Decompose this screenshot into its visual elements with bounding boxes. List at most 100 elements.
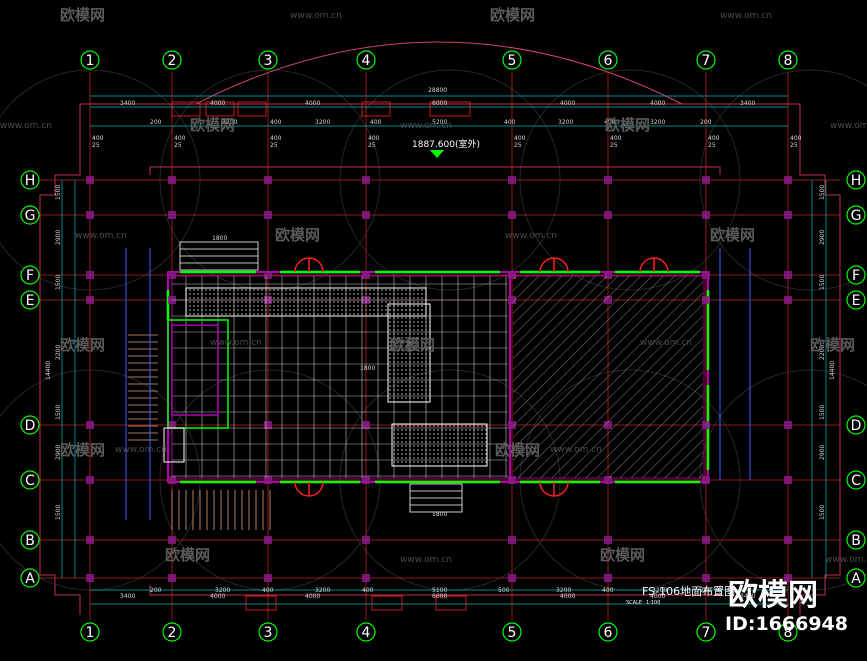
axis-bubble-label: A [25, 571, 35, 587]
dim-col-mark: 400 [368, 135, 380, 142]
axis-bubble-label: 6 [604, 53, 613, 69]
dim-top-sub: 200 [700, 119, 712, 126]
column-marker [86, 211, 94, 219]
axis-bubble-circle [20, 290, 40, 310]
watermark-url: www.om.cn [75, 231, 127, 241]
axis-bubble-top-7: 7 [696, 50, 716, 70]
axis-bubble-circle [846, 290, 866, 310]
axis-bubble-label: B [851, 533, 861, 549]
column-marker [508, 574, 516, 582]
watermark-logo: 欧模网 [390, 336, 435, 354]
dim-right-sub: 1500 [819, 275, 826, 290]
watermark-url: www.om.cn [640, 338, 692, 348]
column-marker [86, 176, 94, 184]
dim-bottom-sub: 200 [150, 587, 162, 594]
dim-top-sub: 400 [270, 119, 282, 126]
column-marker [604, 574, 612, 582]
axis-bubble-label: E [852, 293, 861, 309]
column-marker [702, 421, 710, 429]
column-marker [508, 211, 516, 219]
axis-bubble-circle [696, 50, 716, 70]
watermark-url: www.om.cn [400, 121, 452, 131]
dim-col-mark: 25 [92, 142, 100, 149]
axis-bubble-label: F [26, 268, 34, 284]
column-marker [784, 271, 792, 279]
scale-label: SCALE [626, 600, 642, 606]
watermark-url: www.om.cn [400, 555, 452, 565]
axis-bubble-bottom-7: 7 [696, 622, 716, 642]
axis-bubble-circle [846, 568, 866, 588]
dim-left-sub: 2900 [55, 230, 62, 245]
axis-bubble-left-D: D [20, 415, 40, 435]
dim-right-sub: 1500 [819, 405, 826, 420]
scale-value: 1:100 [646, 600, 660, 606]
axis-bubble-top-3: 3 [258, 50, 278, 70]
axis-bubble-circle [162, 50, 182, 70]
axis-bubble-right-E: E [846, 290, 866, 310]
axis-bubble-top-8: 8 [778, 50, 798, 70]
axis-bubble-left-F: F [20, 265, 40, 285]
axis-bubble-label: 8 [784, 625, 793, 641]
dim-top-main: 4000 [305, 100, 320, 107]
dim-col-mark: 25 [708, 142, 716, 149]
dim-top-sub: 3200 [222, 119, 237, 126]
axis-bubble-bottom-1: 1 [80, 622, 100, 642]
column-marker [784, 211, 792, 219]
column-marker [784, 176, 792, 184]
level-marker-icon [430, 150, 444, 158]
column-marker [264, 211, 272, 219]
column-marker [702, 536, 710, 544]
dim-col-mark: 400 [270, 135, 282, 142]
entrance-steps [179, 241, 463, 513]
dim-bottom-main: 4000 [210, 593, 225, 600]
axis-bubble-label: 4 [362, 625, 371, 641]
axis-bubble-bottom-8: 8 [778, 622, 798, 642]
axis-bubble-label: 1 [86, 53, 95, 69]
axis-bubble-circle [20, 530, 40, 550]
axis-bubble-circle [846, 530, 866, 550]
watermark-url: www.om.cn [0, 121, 52, 131]
watermark-logo: 欧模网 [60, 6, 105, 24]
column-marker [362, 176, 370, 184]
axis-bubble-label: D [25, 418, 36, 434]
axis-bubble-top-6: 6 [598, 50, 618, 70]
annotation-tags [171, 101, 471, 611]
side-walls [125, 248, 751, 520]
axis-bubble-circle [20, 415, 40, 435]
column-marker [508, 536, 516, 544]
column-marker [702, 271, 710, 279]
axis-bubble-circle [502, 50, 522, 70]
axis-bubble-left-H: H [20, 170, 40, 190]
axis-bubble-bottom-4: 4 [356, 622, 376, 642]
column-marker [168, 421, 176, 429]
dim-bottom-sub: 3200 [215, 587, 230, 594]
axis-bubble-label: 6 [604, 625, 613, 641]
column-marker [604, 211, 612, 219]
axis-bubble-circle [20, 265, 40, 285]
dim-top-sub: 200 [150, 119, 162, 126]
axis-bubble-label: C [25, 473, 35, 489]
brand-name: 欧模网 [728, 578, 818, 613]
dim-top-main: 4000 [560, 100, 575, 107]
axis-bubble-top-4: 4 [356, 50, 376, 70]
axis-bubble-label: 3 [264, 53, 273, 69]
column-marker [702, 574, 710, 582]
column-marker [508, 421, 516, 429]
axis-bubble-label: B [25, 533, 35, 549]
axis-bubble-circle [20, 170, 40, 190]
axis-bubble-circle [20, 568, 40, 588]
column-marker [86, 296, 94, 304]
dim-bottom-sub: 3200 [315, 587, 330, 594]
column-marker [508, 476, 516, 484]
top-arc [195, 41, 683, 105]
column-marker [604, 176, 612, 184]
axis-bubble-circle [846, 170, 866, 190]
stairs [128, 334, 271, 530]
axis-bubble-label: 2 [168, 53, 177, 69]
axis-bubble-right-B: B [846, 530, 866, 550]
axis-bubble-label: 8 [784, 53, 793, 69]
column-marker [784, 476, 792, 484]
axis-bubble-circle [846, 205, 866, 225]
axis-bubble-label: 4 [362, 53, 371, 69]
